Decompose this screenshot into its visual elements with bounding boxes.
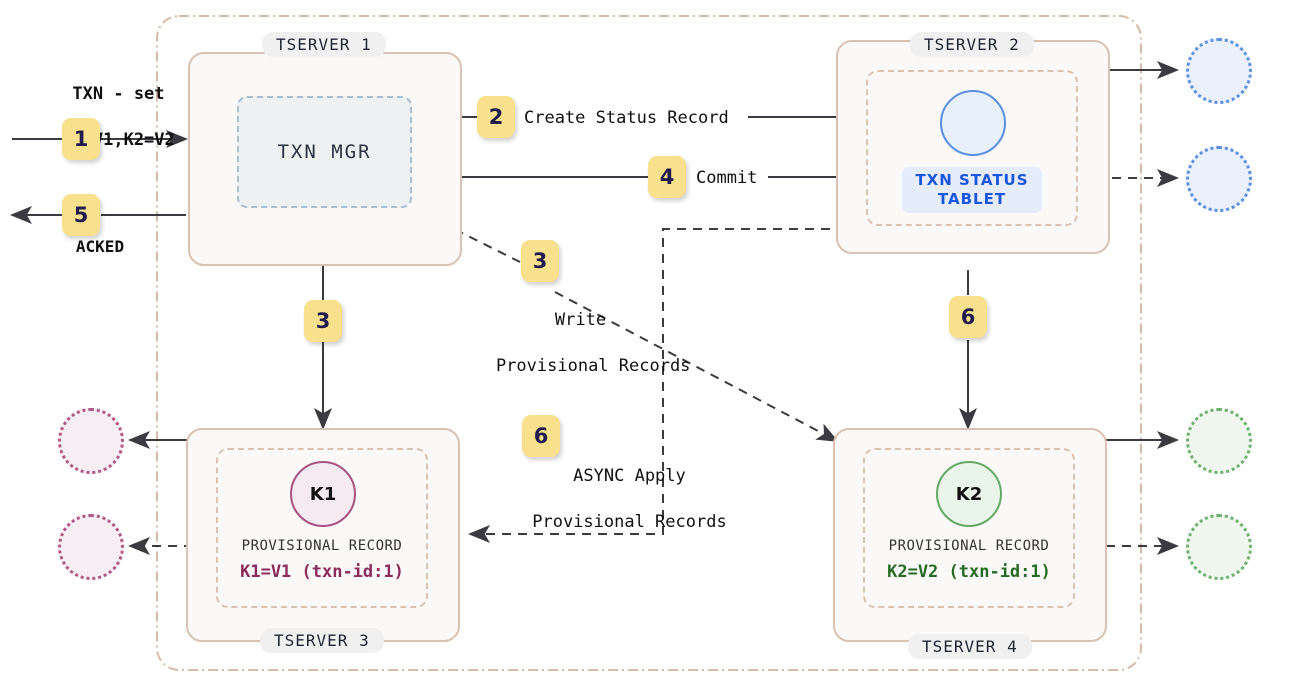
step-3-label: Write Provisional Records [455,286,690,401]
step-badge-4[interactable]: 4 [648,156,686,198]
step-2-label: Create Status Record [524,108,729,128]
step-6-label-line-1: ASYNC Apply [573,465,686,486]
tserver-2-label: TSERVER 2 [910,32,1034,57]
key-k1-circle[interactable]: K1 [290,461,356,527]
tserver-3-provisional-value: K1=V1 (txn-id:1) [240,562,404,582]
key-k2-circle[interactable]: K2 [936,461,1002,527]
status-tablet-line-2: TABLET [937,189,1007,208]
step-badge-6-tserver4[interactable]: 6 [949,296,987,338]
incoming-request-label: TXN - set K1=V1,K2=V2 [18,60,178,175]
tserver4-replica-peer-1 [1186,408,1252,474]
tserver3-replica-peer-2 [58,514,124,580]
step-3-label-line-2: Provisional Records [495,355,691,376]
tserver-2-tablet-region [866,70,1078,226]
tserver4-replica-peer-2 [1186,514,1252,580]
tserver-3-provisional-title: PROVISIONAL RECORD [241,538,403,554]
tserver-4-tablet-region [863,448,1075,608]
tserver2-replica-peer-2 [1186,146,1252,212]
step-6-label-line-2: Provisional Records [532,511,727,532]
step-badge-1[interactable]: 1 [62,118,100,160]
step-badge-5[interactable]: 5 [62,194,100,236]
step-4-label: Commit [696,168,758,188]
tserver-3-label: TSERVER 3 [260,628,384,653]
tserver-4-label: TSERVER 4 [908,634,1032,659]
tserver-1-label: TSERVER 1 [262,32,386,57]
tserver-4-provisional-value: K2=V2 (txn-id:1) [887,562,1051,582]
request-line-1: TXN - set [72,83,165,104]
ack-label: ACKED [75,237,125,256]
txn-manager-box[interactable]: TXN MGR [237,96,412,208]
txn-status-tablet-label: TXN STATUS TABLET [902,167,1042,213]
step-badge-3-solid[interactable]: 3 [304,300,342,342]
tserver-3-tablet-region [216,448,428,608]
tserver2-replica-peer-1 [1186,38,1252,104]
step-3-label-line-1: Write [554,309,607,330]
step-6-label: ASYNC Apply Provisional Records [474,442,744,557]
step-badge-3-dashed[interactable]: 3 [521,240,559,282]
tserver3-replica-peer-1 [58,408,124,474]
step-badge-2[interactable]: 2 [477,96,515,138]
step-badge-6-async[interactable]: 6 [522,415,560,457]
tserver-4-provisional-title: PROVISIONAL RECORD [888,538,1050,554]
tserver-1-box[interactable] [188,52,462,266]
txn-status-tablet-circle[interactable] [940,90,1006,156]
status-tablet-line-1: TXN STATUS [915,171,1029,189]
